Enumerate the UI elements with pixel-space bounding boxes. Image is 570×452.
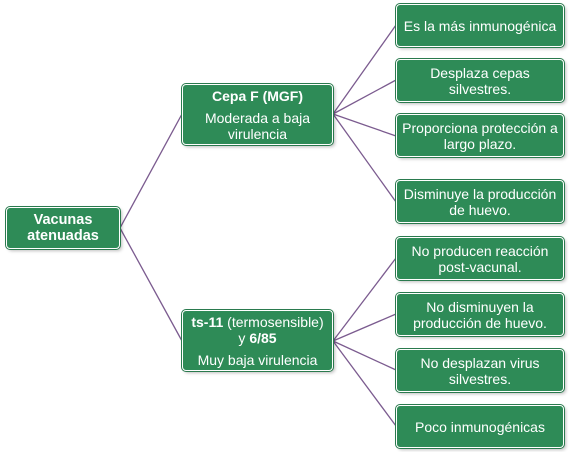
connector-root-branch-a: [119, 113, 183, 229]
connector-b-leaf-7: [332, 340, 397, 427]
connector-a-leaf-2: [332, 113, 397, 137]
branch-a-title: Cepa F (MGF): [212, 87, 303, 104]
branch-b-title-line2: y 6/85: [238, 330, 276, 346]
branch-a-subtitle-line2: virulencia: [227, 125, 288, 142]
leaf-text-line1: No producen reacción: [411, 242, 549, 259]
root-node-vacunas-atenuadas: Vacunas atenuadas: [6, 207, 120, 249]
leaf-text-line2: silvestres.: [448, 80, 512, 97]
leaf-text-line1: Disminuye la producción: [403, 185, 557, 202]
leaf-node-desplaza-cepas: Desplaza cepas silvestres.: [396, 59, 564, 102]
branch-b-title-bold1: ts-11: [191, 313, 224, 330]
root-label-line2: atenuadas: [27, 228, 99, 244]
leaf-node-no-reaccion: No producen reacción post-vacunal.: [396, 237, 564, 280]
connector-a-leaf-3: [332, 113, 397, 203]
branch-b-subtitle: Muy baja virulencia: [197, 351, 318, 368]
leaf-node-disminuye-produccion: Disminuye la producción de huevo.: [396, 180, 564, 223]
leaf-text-line1: Poco inmunogénicas: [415, 418, 545, 435]
connector-a-leaf-1: [332, 79, 397, 115]
leaf-text-line2: producción de huevo.: [413, 314, 547, 331]
branch-b-title-rest1: (termosensible): [223, 313, 324, 330]
leaf-text-line2: largo plazo.: [443, 135, 517, 152]
connector-a-leaf-0: [332, 24, 397, 115]
leaf-text-line1: Es la más inmunogénica: [403, 17, 557, 34]
leaf-text-line1: Desplaza cepas: [430, 64, 530, 81]
connector-b-leaf-4: [332, 257, 397, 342]
leaf-node-proteccion-largo-plazo: Proporciona protección a largo plazo.: [396, 114, 564, 157]
leaf-text-line2: silvestres.: [448, 370, 512, 387]
leaf-text-line2: de huevo.: [449, 201, 511, 218]
connector-b-leaf-5: [332, 313, 397, 342]
leaf-node-no-disminuyen-produccion: No disminuyen la producción de huevo.: [396, 293, 564, 336]
connector-b-leaf-6: [332, 340, 397, 371]
branch-a-subtitle-line1: Moderada a baja: [204, 109, 311, 126]
leaf-text-line2: post-vacunal.: [438, 258, 522, 275]
root-label-line1: Vacunas: [33, 212, 93, 228]
leaf-node-no-desplazan-virus: No desplazan virus silvestres.: [396, 349, 564, 392]
branch-b-title-line1: ts-11 (termosensible): [191, 314, 323, 330]
branch-b-title-bold2: 6/85: [249, 329, 277, 346]
leaf-node-poco-inmunogenicas: Poco inmunogénicas: [396, 405, 564, 448]
leaf-text-line1: No desplazan virus: [420, 354, 540, 371]
leaf-text-line1: Proporciona protección a: [402, 119, 558, 136]
connector-root-branch-b: [119, 227, 183, 342]
branch-node-ts11-685: ts-11 (termosensible) y 6/85 Muy baja vi…: [182, 310, 333, 371]
leaf-text-line1: No disminuyen la: [426, 298, 534, 315]
branch-b-title-join: y: [238, 329, 250, 346]
branch-node-cepa-f: Cepa F (MGF) Moderada a baja virulencia: [182, 84, 333, 145]
leaf-node-mas-inmunogenica: Es la más inmunogénica: [396, 4, 564, 47]
